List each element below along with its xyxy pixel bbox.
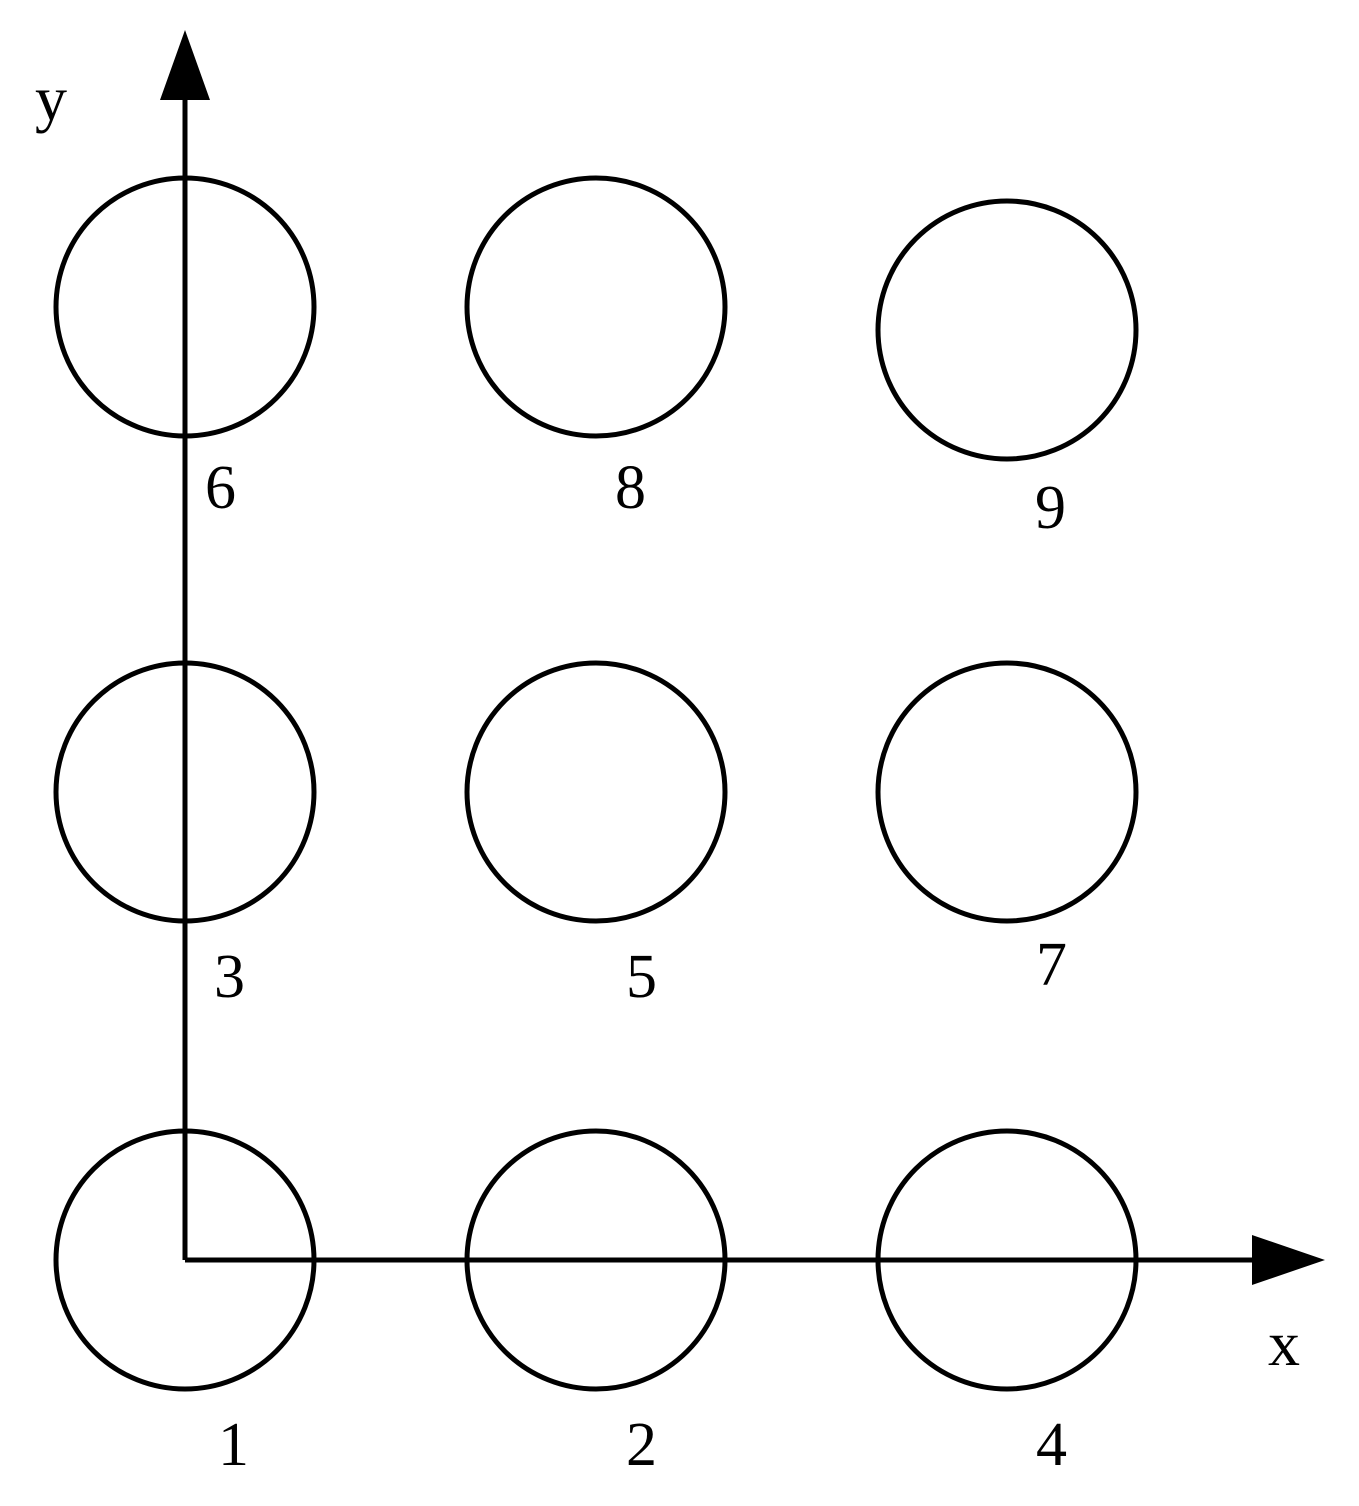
x-axis-arrowhead (1252, 1235, 1325, 1285)
circle-shape (464, 660, 728, 924)
circle-label: 8 (615, 454, 646, 522)
circle-node-5: 5 (464, 660, 728, 1011)
circle-node-8: 8 (464, 175, 728, 522)
circle-shape (464, 175, 728, 439)
circle-label: 1 (218, 1411, 249, 1479)
circle-label: 6 (205, 454, 236, 522)
circle-node-7: 7 (875, 660, 1139, 999)
circle-shape (875, 660, 1139, 924)
circle-label: 9 (1035, 474, 1066, 542)
circle-label: 2 (626, 1411, 657, 1479)
x-axis-label: x (1268, 1308, 1300, 1379)
circle-node-4: 4 (875, 1128, 1139, 1479)
circles-group: 1 2 4 3 5 7 6 8 9 (53, 175, 1139, 1479)
y-axis-arrowhead (160, 30, 210, 100)
circle-label: 7 (1036, 931, 1067, 999)
circle-node-2: 2 (464, 1128, 728, 1479)
y-axis-label: y (35, 63, 67, 134)
circle-label: 4 (1036, 1411, 1067, 1479)
circle-node-9: 9 (875, 198, 1139, 542)
circle-label: 3 (214, 943, 245, 1011)
circle-label: 5 (626, 943, 657, 1011)
circle-shape (875, 198, 1139, 462)
